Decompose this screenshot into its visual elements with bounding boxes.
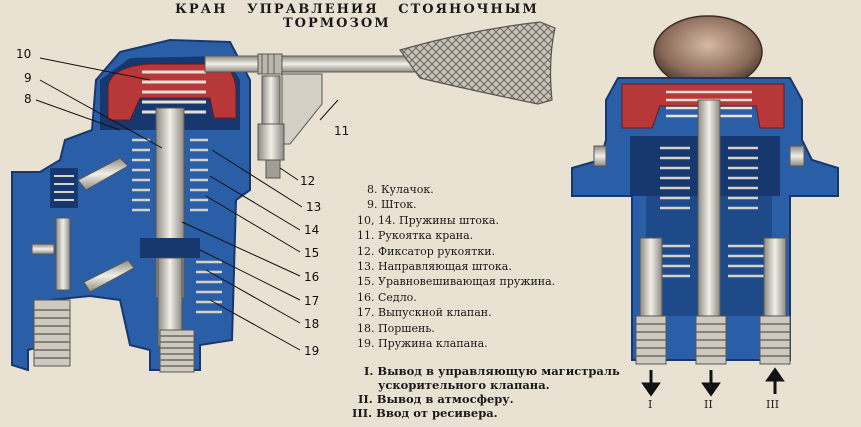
legend-item: 17. Выпускной клапан. xyxy=(357,306,492,320)
callout-16: 16 xyxy=(304,270,320,284)
port-item: ускорительного клапана. xyxy=(378,378,550,392)
callout-8: 8 xyxy=(24,92,32,106)
title-line-1: КРАН УПРАВЛЕНИЯ СТОЯНОЧНЫМ xyxy=(175,2,539,17)
legend-item: 10, 14. Пружины штока. xyxy=(357,213,499,227)
port-item: I. Вывод в управляющую магистраль xyxy=(364,364,620,378)
callout-18: 18 xyxy=(304,317,320,331)
bottom-port-thread xyxy=(159,329,195,373)
right-section-view xyxy=(571,15,839,397)
callout-10: 10 xyxy=(16,47,32,61)
callout-14: 14 xyxy=(304,223,320,237)
parts-legend: 8. Кулачок. 9. Шток. 10, 14. Пружины што… xyxy=(357,182,555,351)
port-item: II. Вывод в атмосферу. xyxy=(358,392,514,406)
legend-item: 16. Седло. xyxy=(357,290,417,304)
leader-lines xyxy=(35,57,339,351)
legend-item: 19. Пружина клапана. xyxy=(357,337,488,351)
callout-19: 19 xyxy=(304,344,320,358)
port-item: III. Ввод от ресивера. xyxy=(352,406,498,420)
flow-arrows xyxy=(641,367,785,397)
callout-17: 17 xyxy=(304,294,320,308)
legend-item: 12. Фиксатор рукоятки. xyxy=(357,244,496,258)
callout-9: 9 xyxy=(24,71,32,85)
legend-item: 15. Уравновешивающая пружина. xyxy=(357,275,556,289)
ports-legend: I. Вывод в управляющую магистраль ускори… xyxy=(352,364,620,420)
port-marker-I: I xyxy=(648,398,653,411)
callout-11: 11 xyxy=(334,124,350,138)
callout-13: 13 xyxy=(306,200,322,214)
callout-15: 15 xyxy=(304,246,320,260)
legend-item: 13. Направляющая штока. xyxy=(357,260,512,274)
legend-item: 18. Поршень. xyxy=(357,321,435,335)
port-tubes xyxy=(635,237,791,365)
title-line-2: ТОРМОЗОМ xyxy=(283,16,391,31)
port-marker-II: II xyxy=(704,398,713,411)
legend-item: 8. Кулачок. xyxy=(367,183,434,196)
port-marker-III: III xyxy=(766,398,780,411)
left-section-view xyxy=(11,21,556,373)
legend-item: 9. Шток. xyxy=(367,198,417,212)
callout-12: 12 xyxy=(300,174,316,188)
legend-item: 11. Рукоятка крана. xyxy=(357,229,474,243)
